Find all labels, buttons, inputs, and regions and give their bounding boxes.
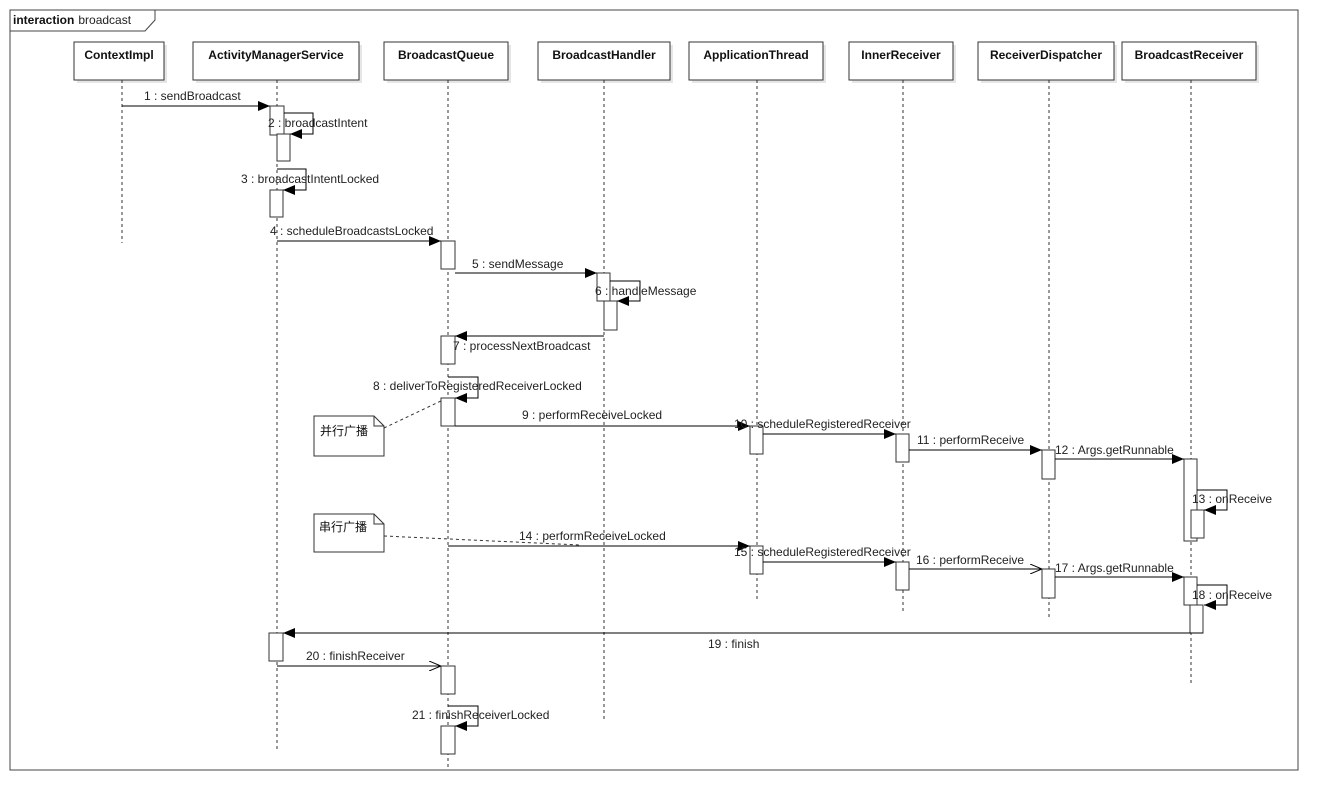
message-label-19: 19 : finish [708,637,759,651]
messages [122,101,1228,731]
activation-bh-2 [603,300,618,331]
activation-br-4 [1189,604,1204,634]
message-label-4: 4 : scheduleBroadcastsLocked [270,224,433,238]
message-label-11: 11 : performReceive [917,433,1024,447]
activation-ir-2 [895,561,910,591]
activation-ir-1 [895,433,910,463]
lifeline-label-bq: BroadcastQueue [398,48,494,62]
activation-br-2 [1190,509,1205,539]
message-label-1: 1 : sendBroadcast [144,89,241,103]
lifeline-label-ams: ActivityManagerService [208,48,344,62]
lifeline-label-ir: InnerReceiver [861,48,941,62]
message-arrow-2 [284,112,314,139]
message-arrow-13 [1197,489,1228,515]
message-label-9: 9 : performReceiveLocked [522,408,662,422]
message-label-21: 21 : finishReceiverLocked [412,708,549,722]
lifeline-head-at [688,41,824,81]
lifeline-label-bh: BroadcastHandler [552,48,656,62]
activation-ams-4 [268,632,284,662]
frame-title-tab [10,9,156,32]
note-parallel [313,415,385,457]
frame-keyword: interaction [13,13,74,27]
message-label-12: 12 : Args.getRunnable [1055,443,1174,457]
activation-bq-5 [440,725,456,755]
message-labels: 1 : sendBroadcast 2 : broadcastIntent 3 … [144,89,1272,722]
message-label-16: 16 : performReceive [916,553,1024,567]
activation-rd-2 [1041,568,1056,599]
message-label-3: 3 : broadcastIntentLocked [241,172,379,186]
frame-name: broadcast [78,13,131,27]
lifeline-label-rd: ReceiverDispatcher [990,48,1102,62]
lifeline-head-bq [383,41,509,81]
lifeline-label-br: BroadcastReceiver [1135,48,1244,62]
note-connector-serial [383,535,581,546]
message-arrow-6 [610,280,641,306]
activation-bq-2 [440,335,456,365]
message-label-7: 7 : processNextBroadcast [453,339,591,353]
message-label-14: 14 : performReceiveLocked [519,529,666,543]
message-arrow-21 [448,705,479,731]
lifeline-label-at: ApplicationThread [703,48,808,62]
frame-title: interaction broadcast [13,13,132,27]
message-arrow-18 [1197,584,1228,610]
message-arrow-3 [277,168,307,195]
activation-bq-4 [440,665,456,695]
note-text-serial: 串行广播 [319,520,367,534]
message-label-6: 6 : handleMessage [595,284,697,298]
lifeline-head-bh [537,41,671,81]
message-label-15: 15 : scheduleRegisteredReceiver [734,545,911,559]
message-label-8: 8 : deliverToRegisteredReceiverLocked [373,379,582,393]
activation-rd-1 [1041,449,1056,480]
activation-bq-3 [440,397,456,427]
note-text-parallel: 并行广播 [320,424,368,438]
activation-at-2 [749,545,764,575]
message-label-10: 10 : scheduleRegisteredReceiver [734,417,911,431]
lifeline-label-ctx: ContextImpl [84,48,153,62]
notes: 并行广播 串行广播 [313,399,581,553]
lifeline-head-ir [848,41,954,81]
message-label-17: 17 : Args.getRunnable [1055,561,1174,575]
lifelines: ContextImpl ActivityManagerService Broad… [73,41,1259,768]
activation-bq-1 [440,240,456,270]
activation-ams-2 [276,133,291,162]
lifeline-head-br [1121,41,1257,81]
lifeline-head-rd [977,41,1115,81]
lifeline-head-ams [192,41,360,81]
message-label-20: 20 : finishReceiver [306,649,405,663]
activation-at-1 [749,425,764,455]
message-label-13: 13 : onReceive [1192,492,1272,506]
note-connector-parallel [383,399,444,429]
activation-bars [268,105,1205,755]
message-label-5: 5 : sendMessage [472,257,564,271]
interaction-frame [9,9,1299,771]
note-serial [313,513,385,553]
activation-ams-3 [269,189,284,218]
lifeline-head-ctx [73,41,165,81]
message-arrow-8 [448,376,479,403]
message-label-18: 18 : onReceive [1192,588,1272,602]
message-label-2: 2 : broadcastIntent [268,116,368,130]
